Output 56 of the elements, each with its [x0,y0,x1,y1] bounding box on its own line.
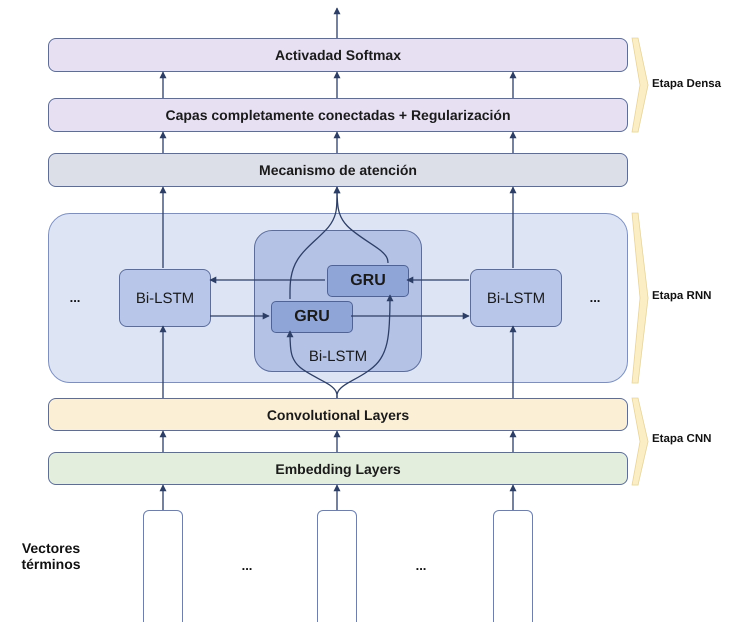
vector-box [317,510,357,622]
vector-box [143,510,183,622]
layer-box [48,153,628,187]
layer-label: GRU [294,308,330,326]
arrow [160,131,166,153]
ellipsis: ... [588,290,602,305]
ellipsis: ... [240,558,254,573]
arrow [510,430,516,452]
vector-box [493,510,533,622]
stage-panel [48,213,628,383]
layer-label: Embedding Layers [275,460,401,476]
layer-box [48,452,628,485]
row-label: Vectores términos [20,540,82,572]
arrow [334,430,340,452]
arrow [510,71,516,98]
arrow [510,325,516,398]
arrow [510,131,516,153]
gru-box [327,265,409,297]
layer-box [48,98,628,132]
ellipsis: ... [68,290,82,305]
arrow [334,7,340,38]
layer-label: GRU [350,272,386,290]
arrow [160,186,166,268]
arrow [286,330,338,398]
arrow [406,276,469,284]
arrow [336,294,394,398]
stage-label: Etapa CNN [652,433,712,445]
arrow [210,312,270,320]
stage-label: Etapa Densa [652,78,722,90]
arrow [209,276,325,284]
layer-box [48,38,628,72]
container-label: Bi-LSTM [308,348,368,365]
bilstm-box [119,269,211,327]
arrow [160,325,166,398]
arrow [510,186,516,268]
layer-box [48,398,628,431]
layer-label: Mecanismo de atención [259,162,417,178]
gru-box [271,301,353,333]
arrow [160,71,166,98]
arrow [334,186,389,264]
layer-label: Activadad Softmax [274,47,402,63]
stage-label: Etapa RNN [652,290,712,302]
arrow [351,312,470,320]
arrow [334,484,340,510]
layer-label: Bi-LSTM [136,290,194,306]
arrow [334,131,340,153]
arrow [160,484,166,510]
layer-label: Capas completamente conectadas + Regularización [165,107,511,123]
layer-label: Convolutional Layers [266,406,410,422]
arrow [510,484,516,510]
bilstm-box [470,269,562,327]
ellipsis: ... [414,558,428,573]
arrow [334,71,340,98]
layer-label: Bi-LSTM [486,290,546,306]
bilstm-container [254,230,422,372]
arrow [160,430,166,452]
